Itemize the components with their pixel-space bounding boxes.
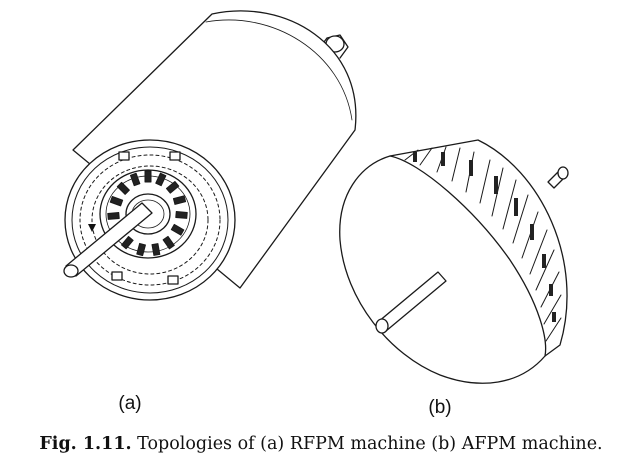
afpm-front-shaft: [375, 271, 447, 334]
afpm-machine-drawing: [339, 139, 569, 384]
caption-text: Topologies of (a) RFPM machine (b) AFPM …: [137, 434, 603, 454]
rfpm-front-face: [64, 139, 236, 301]
rfpm-housing: [72, 10, 357, 289]
caption-label: Fig. 1.11.: [39, 434, 132, 454]
figure-caption: Fig. 1.11. Topologies of (a) RFPM machin…: [0, 434, 642, 454]
rfpm-front-shaft: [63, 202, 153, 278]
panel-b-label: (b): [428, 397, 451, 418]
rfpm-machine-drawing: [63, 10, 357, 301]
afpm-rear-shaft: [547, 166, 569, 189]
panel-a-label: (a): [118, 393, 141, 414]
